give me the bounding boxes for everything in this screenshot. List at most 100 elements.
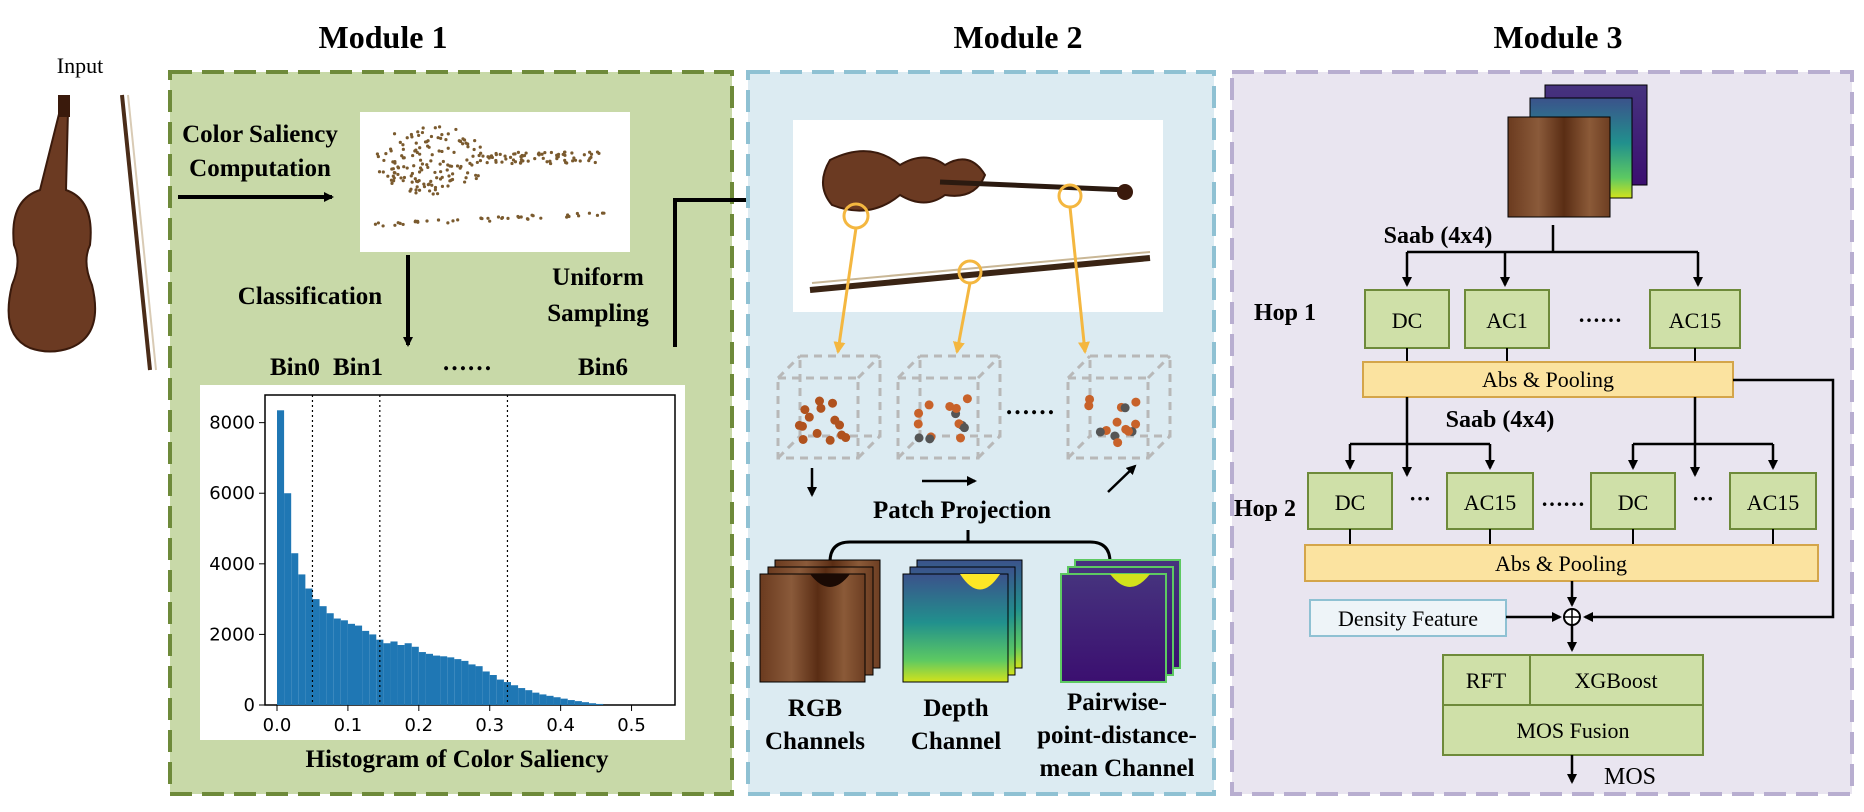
histogram-bar — [511, 685, 519, 705]
hop2-dc-label-a: DC — [1335, 490, 1366, 515]
patch-point — [1095, 427, 1105, 437]
histogram-bar — [525, 690, 533, 705]
pointcloud-dot — [393, 223, 397, 227]
patch-point — [1123, 426, 1133, 436]
pointcloud-dot — [473, 139, 477, 143]
pointcloud-dot — [415, 150, 419, 155]
histogram-bar — [404, 643, 412, 705]
pointcloud-dot — [390, 181, 394, 185]
histogram-bar — [503, 682, 511, 705]
pointcloud-dot — [475, 160, 479, 165]
histogram-bar — [425, 653, 433, 705]
abs-pooling-box-1 — [1362, 361, 1734, 398]
patch-point — [814, 396, 824, 406]
pointcloud-dot — [602, 211, 606, 215]
pointcloud-dot — [418, 158, 423, 162]
pointcloud-dot — [510, 161, 514, 166]
pointcloud-dot — [446, 132, 450, 136]
pointcloud-dot — [488, 219, 492, 223]
pointcloud-dot — [587, 211, 592, 215]
pointcloud-dot — [396, 166, 401, 170]
patch-cube — [896, 354, 1002, 460]
histogram-bar — [560, 698, 568, 705]
hop2-dots-b: ··· — [1692, 486, 1714, 511]
histogram-bar — [546, 695, 554, 705]
pointcloud-dot — [519, 160, 523, 164]
pointcloud-dot — [446, 146, 450, 150]
abs-pooling-label-2: Abs & Pooling — [1495, 551, 1627, 576]
pointcloud-dot — [519, 157, 524, 162]
pointcloud-dot — [429, 179, 433, 183]
pointcloud-dot — [412, 164, 416, 168]
patch-point — [913, 419, 923, 429]
histogram-bar — [369, 634, 377, 705]
pointcloud-dot — [446, 221, 450, 225]
pointcloud-dot — [422, 185, 427, 189]
pointcloud-dot — [494, 160, 498, 164]
pointcloud-dot — [433, 126, 437, 130]
pointcloud-dot — [420, 130, 425, 135]
patch-point — [1113, 438, 1123, 448]
pointcloud-dot — [377, 170, 382, 174]
patch-arrow-1 — [833, 227, 858, 354]
histogram-bar — [355, 625, 363, 705]
pointcloud-dot — [417, 188, 422, 192]
pointcloud-dot — [496, 215, 501, 219]
pointcloud-dot — [447, 174, 451, 178]
histogram-bar — [468, 664, 476, 705]
pointcloud-dot — [376, 221, 381, 225]
pointcloud-dot — [417, 179, 421, 183]
rgb-channels-line1: RGB — [788, 695, 842, 722]
pointcloud-dot — [461, 137, 465, 141]
pointcloud-dot — [393, 159, 397, 164]
histogram-bar — [418, 652, 426, 705]
x-tick-label: 0.5 — [617, 715, 646, 736]
pointcloud-dot — [437, 125, 442, 129]
patch-arrow-2 — [952, 282, 972, 354]
projection-bracket — [828, 540, 1112, 563]
pointcloud-dot — [478, 158, 483, 163]
patch-point — [945, 401, 955, 411]
pointcloud-dot — [471, 154, 475, 158]
pointcloud-dot — [455, 164, 460, 168]
pointcloud-dot — [405, 166, 409, 170]
patch-point — [1120, 403, 1130, 413]
pointcloud-dot — [440, 133, 444, 137]
pointcloud-dot — [461, 142, 465, 146]
y-tick-label: 2000 — [209, 624, 255, 645]
pointcloud-dot — [402, 175, 407, 180]
patch-projection-label: Patch Projection — [873, 497, 1051, 524]
pointcloud-dot — [589, 155, 593, 159]
module2-title: Module 2 — [954, 19, 1083, 55]
pointcloud-dot — [416, 219, 420, 223]
pointcloud-dot — [472, 147, 476, 152]
patch-point — [924, 400, 934, 410]
pointcloud-dot — [539, 216, 543, 220]
pointcloud-dot — [381, 224, 385, 228]
depth-channel-line1: Depth — [923, 695, 988, 722]
pointcloud-dot — [533, 157, 537, 161]
pointcloud-dot — [417, 170, 422, 174]
patch-point — [816, 403, 826, 413]
pointcloud-dot — [436, 136, 440, 140]
patch-point — [962, 394, 972, 404]
histogram-bar — [553, 697, 561, 705]
pointcloud-dot — [451, 172, 455, 176]
patch-arrow-3 — [1068, 206, 1090, 354]
histogram-bar — [340, 620, 348, 705]
patch-point — [812, 428, 822, 438]
pointcloud-dot — [466, 171, 470, 175]
histogram-bar — [475, 666, 483, 705]
hop2-ac15-label-a: AC15 — [1464, 490, 1517, 515]
classification-label: Classification — [238, 283, 383, 310]
pointcloud-dot — [390, 167, 394, 171]
pointcloud-dot — [421, 126, 425, 130]
patch-point — [959, 423, 969, 433]
patch-point — [825, 435, 835, 445]
hop2-dots-a: ··· — [1409, 486, 1431, 511]
pointcloud-dot — [373, 222, 378, 226]
pointcloud-dot — [508, 155, 513, 159]
pointcloud-dot — [474, 173, 478, 177]
